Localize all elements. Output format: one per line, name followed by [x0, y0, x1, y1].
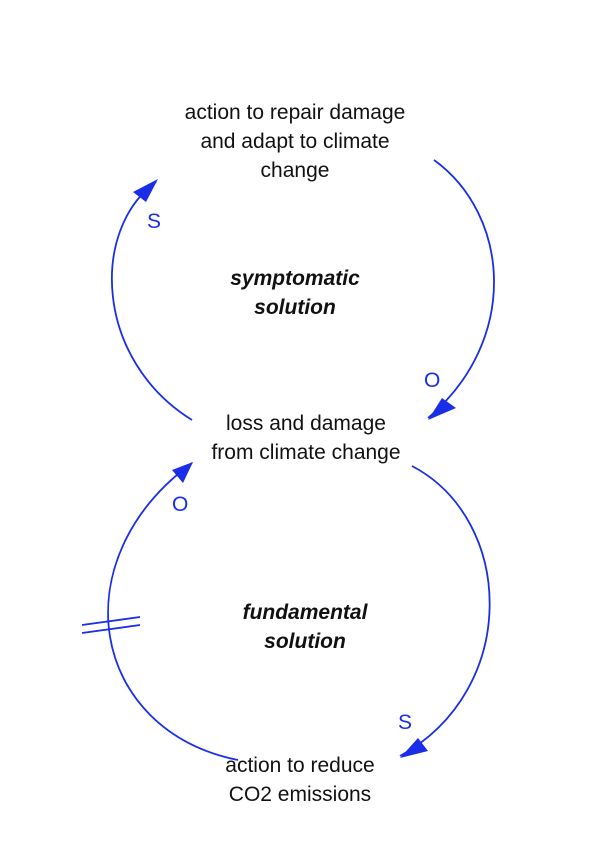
loop-label-fundamental: fundamental solution: [195, 598, 415, 656]
arrowhead-reduce-to-loss: [172, 462, 193, 483]
link-loss-to-repair: [111, 181, 193, 421]
node-line: and adapt to climate: [200, 130, 390, 153]
link-reduce-to-loss: [107, 462, 239, 761]
polarity-repair-to-loss: O: [424, 369, 440, 392]
node-action-to-repair-damage: action to repair damage and adapt to cli…: [150, 98, 440, 185]
link-repair-to-loss: [427, 159, 495, 419]
loop-label-line: symptomatic: [230, 267, 360, 290]
node-action-to-reduce-co2: action to reduce CO2 emissions: [180, 751, 420, 809]
polarity-loss-to-repair: S: [147, 210, 161, 233]
link-loss-to-reduce: [399, 465, 491, 757]
arrowhead-loss-to-reduce: [400, 738, 428, 758]
node-loss-and-damage: loss and damage from climate change: [175, 409, 437, 467]
loop-label-line: solution: [264, 630, 346, 653]
node-line: from climate change: [211, 441, 401, 464]
loop-label-line: fundamental: [242, 601, 368, 624]
node-line: change: [260, 159, 330, 182]
arrowhead-repair-to-loss: [428, 398, 456, 420]
polarity-reduce-to-loss: O: [172, 493, 188, 516]
delay-mark: [81, 616, 141, 634]
node-line: action to repair damage: [184, 101, 406, 124]
node-line: CO2 emissions: [228, 783, 372, 806]
node-line: action to reduce: [225, 754, 375, 777]
arrowhead-loss-to-repair: [133, 179, 158, 202]
loop-label-line: solution: [254, 296, 336, 319]
loop-label-symptomatic: symptomatic solution: [185, 264, 405, 322]
node-line: loss and damage: [226, 412, 386, 435]
polarity-loss-to-reduce: S: [398, 711, 412, 734]
